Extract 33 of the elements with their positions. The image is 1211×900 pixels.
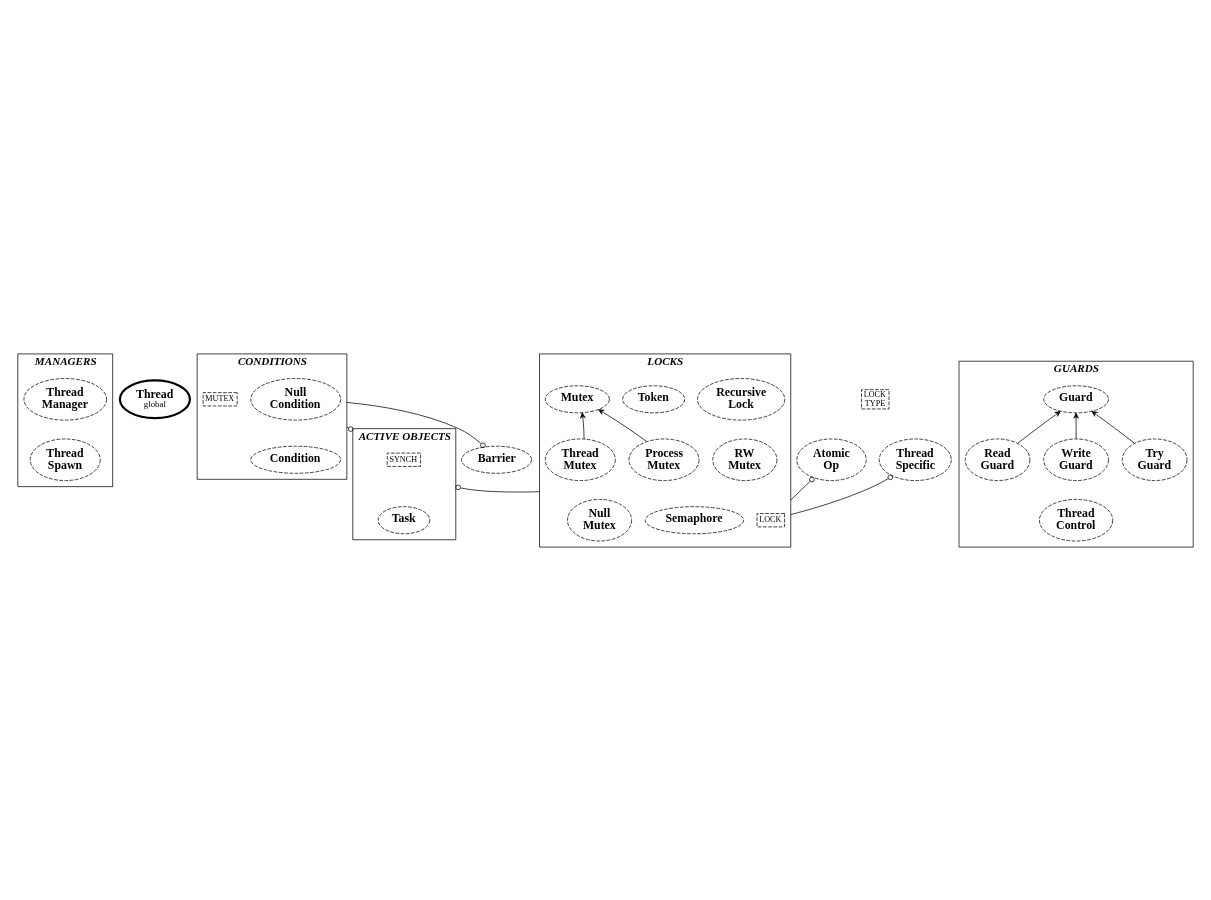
node-ellipse: Read Guard — [964, 438, 1031, 481]
connector — [790, 476, 815, 500]
node-ellipse: Thread Spawn — [29, 438, 101, 481]
node-box: MUTEX — [202, 391, 238, 406]
node-ellipse: Thread global — [118, 378, 192, 419]
node-box: LOCK — [756, 512, 785, 527]
connector — [790, 474, 894, 515]
node-ellipse: Process Mutex — [628, 438, 700, 481]
node-ellipse: Thread Manager — [23, 377, 107, 420]
node-box: LOCK TYPE — [861, 388, 890, 409]
node-ellipse: Recursive Lock — [697, 377, 786, 420]
connector — [346, 425, 354, 432]
node-ellipse: Task — [377, 505, 431, 534]
arrow — [598, 408, 647, 442]
node-ellipse: Thread Control — [1039, 498, 1114, 541]
node-ellipse: Null Condition — [250, 377, 341, 420]
node-ellipse: Thread Mutex — [544, 438, 616, 481]
connector — [455, 484, 540, 492]
node-ellipse: Write Guard — [1043, 438, 1109, 481]
arrow — [1073, 412, 1079, 439]
arrow — [1017, 410, 1061, 443]
node-ellipse: Try Guard — [1121, 438, 1188, 481]
node-ellipse: Semaphore — [644, 505, 745, 534]
connector — [346, 401, 486, 448]
arrow — [1091, 410, 1135, 443]
node-ellipse: Guard — [1043, 384, 1109, 413]
node-ellipse: Null Mutex — [567, 498, 632, 541]
node-ellipse: RW Mutex — [712, 438, 778, 481]
node-ellipse: Condition — [250, 445, 341, 474]
node-box: SYNCH — [386, 452, 421, 467]
node-ellipse: Token — [622, 384, 686, 413]
arrow — [580, 412, 586, 439]
node-ellipse: Barrier — [461, 445, 532, 474]
